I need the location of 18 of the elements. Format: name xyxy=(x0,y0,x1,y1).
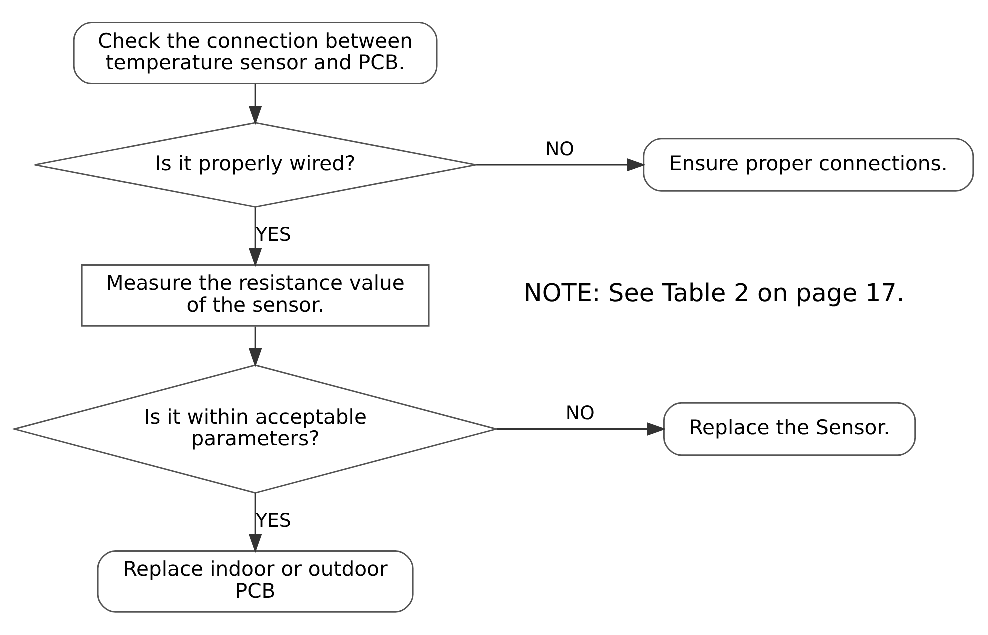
node-box: Ensure proper connections. xyxy=(643,138,974,192)
arrow xyxy=(476,158,646,172)
label: NOTE: See Table 2 on page 17. xyxy=(524,278,905,308)
node-box: Check the connection between temperature sensor and PCB. xyxy=(73,22,438,84)
node-diamond: Is it within acceptable parameters? xyxy=(12,364,500,494)
edge-label: YES xyxy=(256,510,292,532)
arrow xyxy=(248,326,262,368)
node-diamond: Is it properly wired? xyxy=(34,122,477,208)
edge-label: YES xyxy=(256,224,292,246)
arrow xyxy=(248,84,262,126)
edge-label: NO xyxy=(566,402,595,425)
arrow xyxy=(248,493,262,554)
arrow xyxy=(248,208,262,268)
node-box: Measure the resistance value of the sensor. xyxy=(81,264,430,327)
node-box: Replace indoor or outdoor PCB xyxy=(97,550,414,613)
node-box: Replace the Sensor. xyxy=(663,402,916,456)
arrow xyxy=(496,422,666,436)
edge-label: NO xyxy=(546,138,575,160)
